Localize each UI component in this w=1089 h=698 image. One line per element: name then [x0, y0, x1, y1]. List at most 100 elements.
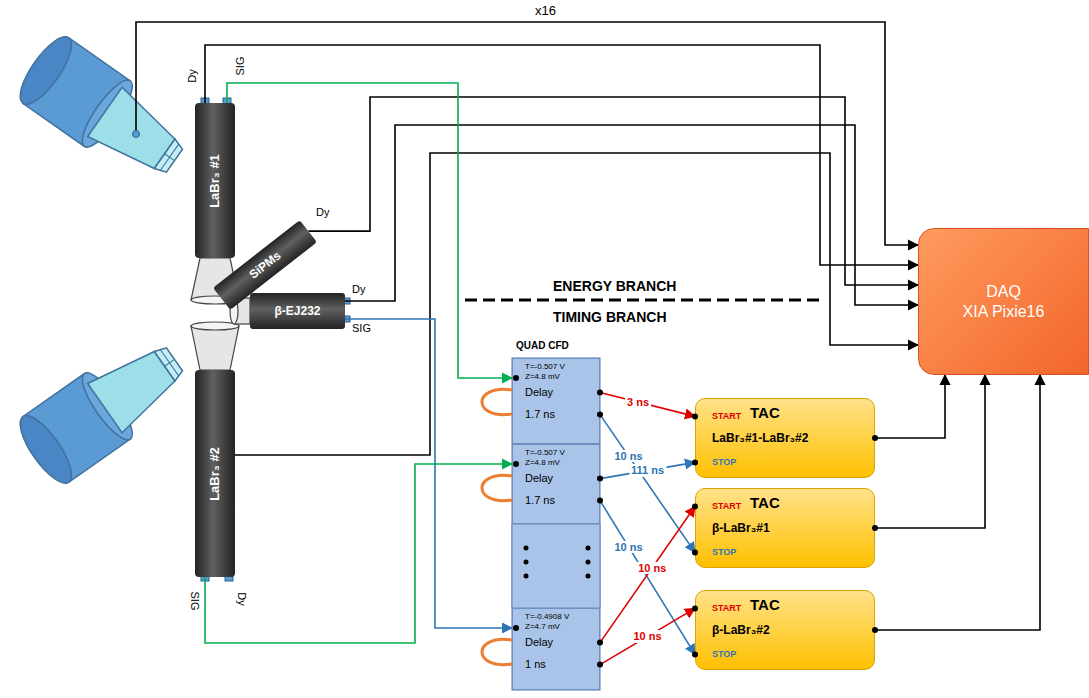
node-text: Z=4.8 mV: [525, 458, 560, 468]
node-text: STOP: [712, 649, 736, 660]
terminal-dot: [872, 435, 878, 441]
delay-label: 10 ns: [612, 541, 644, 553]
node-text: SiPMs: [246, 248, 283, 282]
beta-scintillator: β-EJ232: [250, 293, 345, 329]
clover-detector: [11, 30, 197, 194]
terminal-dot: [692, 549, 698, 555]
signal-name: Dy: [234, 592, 247, 605]
signal-cable: [205, 45, 918, 265]
node-text: Delay: [525, 386, 553, 399]
node-text: LaBr₃ #1: [207, 154, 223, 208]
terminal-dot: [692, 459, 698, 465]
signal-name: Dy: [316, 206, 329, 219]
cfd-channel: T=-0.507 VZ=4.8 mV Delay 1.7 ns: [512, 358, 600, 444]
signal-cable: [600, 501, 695, 655]
terminal-dot: [597, 662, 603, 668]
node-text: LaBr₃ #2: [207, 447, 223, 501]
node-text: 1 ns: [525, 658, 546, 671]
node-text: START: [712, 501, 741, 512]
cfd-channel: [512, 524, 600, 608]
node-text: QUAD CFD: [516, 340, 569, 352]
node-text: STOP: [712, 547, 736, 558]
node-text: Z=4.7 mV: [525, 622, 560, 632]
signal-name: SIG: [187, 592, 200, 611]
terminal-dot: [597, 640, 603, 646]
terminal-dot: [872, 525, 878, 531]
node-text: Z=4.8 mV: [525, 372, 560, 382]
signal-cable: [205, 464, 512, 643]
channel-count: x16: [535, 3, 556, 19]
terminal-dot: [597, 476, 603, 482]
clover-detector: [11, 327, 197, 491]
delay-label: 10 ns: [612, 450, 644, 462]
signal-cable: [600, 608, 695, 664]
node-text: 1.7 ns: [525, 408, 555, 421]
delay-label: 3 ns: [625, 396, 651, 408]
detector-face: [191, 322, 239, 330]
tac-module: START TAC β-LaBr₃#2STOP: [695, 590, 875, 670]
terminal-dot: [597, 412, 603, 418]
terminal-dot: [597, 498, 603, 504]
cfd-unit: QUAD CFDT=-0.507 VZ=4.8 mVDelay1.7 nsT=-…: [512, 340, 600, 690]
terminal-dot: [597, 390, 603, 396]
signal-cable: [345, 319, 512, 628]
tac-module: STARTTACβ-LaBr₃#1STOP: [695, 488, 875, 568]
node-text: T=-0.4908 V: [525, 612, 569, 622]
node-text: STOP: [712, 457, 736, 468]
node-text: β-EJ232: [274, 304, 320, 318]
terminal-dot: [692, 605, 698, 611]
detector-cone: [191, 326, 239, 370]
channel-dots: [524, 546, 591, 579]
node-text: START: [712, 411, 741, 422]
node-text: T=-0.507 V: [525, 448, 565, 458]
node-text: Delay: [525, 472, 553, 485]
signal-cable: [600, 462, 695, 478]
terminal-dot: [692, 503, 698, 509]
node-text: TAC: [750, 404, 780, 422]
daq-module: DAQXIA Pixie16: [918, 228, 1089, 375]
node-text: XIA Pixie16: [963, 302, 1045, 321]
terminal-dot: [513, 461, 519, 467]
terminal-dot: [872, 627, 878, 633]
node-text: 1.7 ns: [525, 494, 555, 507]
signal-name: Dy: [352, 283, 365, 296]
signal-cable: [875, 375, 945, 438]
signal-wire: [136, 22, 918, 245]
node-text: β-LaBr₃#2: [712, 623, 770, 637]
node-text: DAQ: [986, 282, 1021, 301]
node-text: Delay: [525, 636, 553, 649]
cfd-channel: T=-0.507 VZ=4.8 mV Delay 1.7 ns: [512, 444, 600, 524]
branch-divider: [465, 299, 820, 302]
cfd-channel: T=-0.4908 VZ=4.7 mV Delay 1 ns: [512, 608, 600, 690]
signal-cable: [227, 83, 512, 378]
node-text: β-LaBr₃#1: [712, 521, 770, 535]
node-text: TAC: [750, 596, 780, 614]
delay-label: 10 ns: [636, 562, 668, 574]
signal-cable: [875, 375, 985, 528]
terminal-dot: [692, 651, 698, 657]
delay-label: 111 ns: [629, 464, 666, 476]
terminal-dot: [513, 375, 519, 381]
signal-name: Dy: [186, 69, 199, 82]
node-text: LaBr₃#1-LaBr₃#2: [712, 431, 808, 445]
tac-module: START TAC LaBr₃#1-LaBr₃#2STOP: [695, 398, 875, 478]
terminal-dot: [692, 413, 698, 419]
labr3-detector: LaBr₃ #1: [195, 103, 235, 258]
signal-name: SIG: [352, 322, 371, 335]
signal-cable: [600, 415, 695, 553]
signal-cable: [600, 393, 695, 417]
signal-name: SIG: [234, 57, 247, 76]
delay-cable: [482, 389, 512, 664]
branch-label: TIMING BRANCH: [553, 309, 667, 326]
node-text: START: [712, 603, 741, 614]
delay-label: 10 ns: [631, 630, 663, 642]
branch-label: ENERGY BRANCH: [553, 278, 676, 295]
signal-cable: [600, 506, 695, 642]
cfd-frame: [512, 358, 600, 690]
labr3-detector: LaBr₃ #2: [195, 370, 235, 577]
terminal-dot: [513, 625, 519, 631]
node-text: T=-0.507 V: [525, 362, 565, 372]
signal-cable: [875, 375, 1040, 630]
